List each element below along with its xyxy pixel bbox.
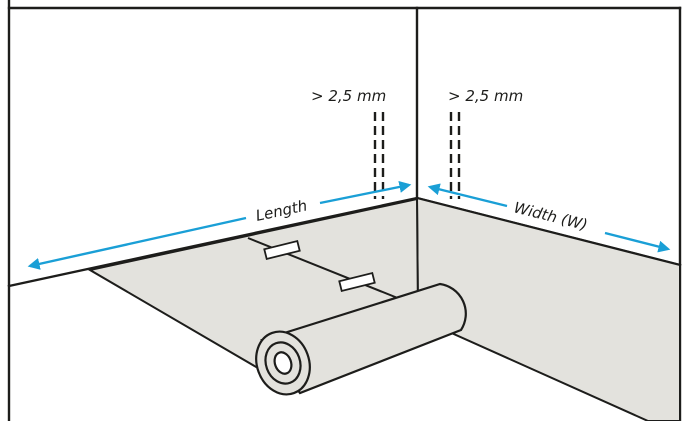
gap-left-label: > 2,5 mm xyxy=(311,87,386,105)
length-dimension xyxy=(27,181,412,270)
expansion-gap-markers xyxy=(373,112,461,199)
tape-strip-2 xyxy=(338,271,376,293)
width-arrow-right xyxy=(604,231,671,253)
gap-right-label: > 2,5 mm xyxy=(448,87,523,105)
tape-strip-1 xyxy=(263,239,301,261)
roll-body xyxy=(260,282,467,395)
roll-core xyxy=(273,351,293,375)
width-dimension xyxy=(427,183,671,253)
underlay-roll xyxy=(255,282,467,396)
back-floor-edge xyxy=(7,196,419,288)
width-arrow-left xyxy=(427,183,508,208)
length-arrow-right xyxy=(319,181,412,205)
length-label: Length xyxy=(254,196,309,224)
length-arrow-left xyxy=(27,216,247,270)
seam-tape xyxy=(263,239,376,293)
